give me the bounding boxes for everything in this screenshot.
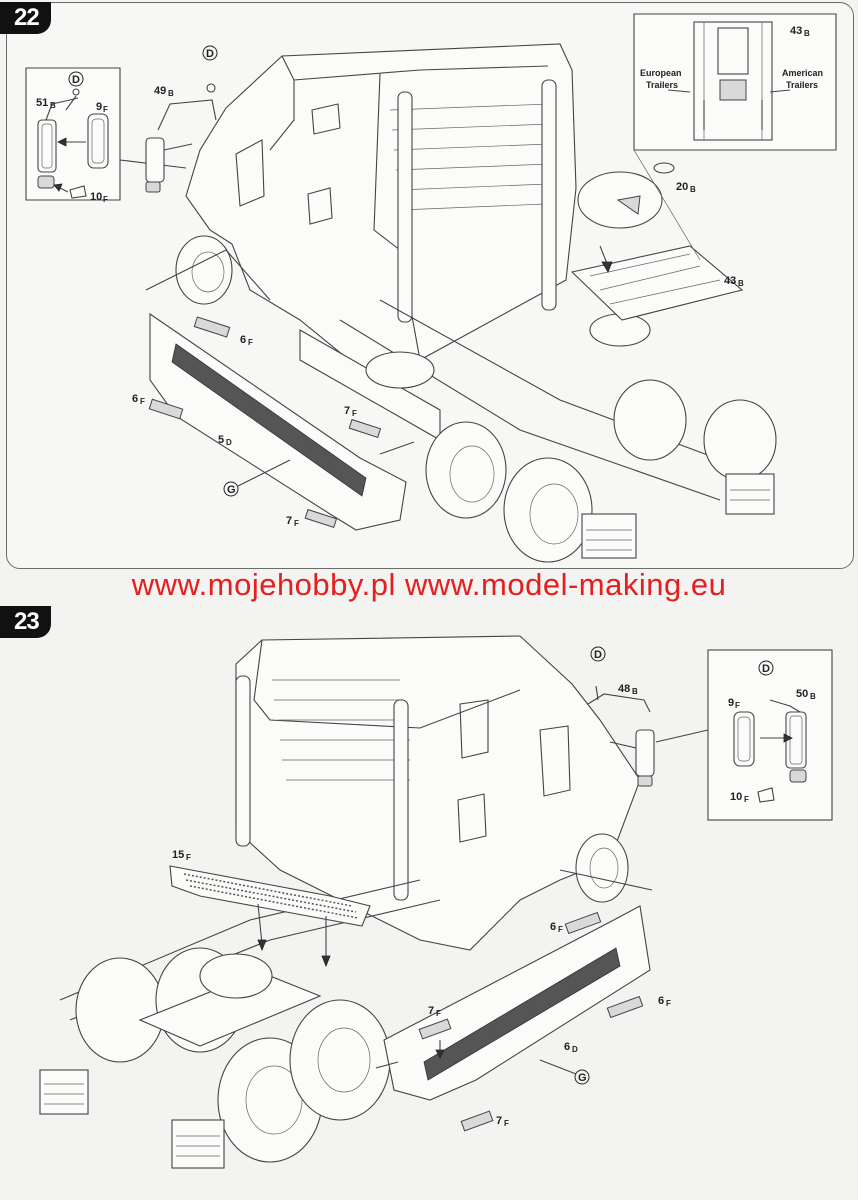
step-22-inset-9: 9 xyxy=(96,101,102,113)
step-22-trailer-inset xyxy=(633,13,837,261)
step-23-mirror-inset xyxy=(655,649,833,821)
step-23-callout-6d: 6 xyxy=(564,1041,570,1053)
step-22-truck-drawing xyxy=(145,43,777,563)
step-23-callout-7a: 7 xyxy=(428,1005,434,1017)
step-22-callout-43: 43 xyxy=(724,275,736,287)
svg-text:F: F xyxy=(504,1119,509,1128)
svg-text:B: B xyxy=(50,101,56,110)
svg-text:F: F xyxy=(248,338,253,347)
step-22-callout-g: G xyxy=(227,484,236,496)
american-trailers-label-2: Trailers xyxy=(786,80,818,90)
european-trailers-label-1: European xyxy=(640,68,682,78)
svg-text:F: F xyxy=(735,701,740,710)
step-22-callout-6a: 6 xyxy=(240,334,246,346)
step-22-number: 22 xyxy=(0,2,51,34)
svg-text:B: B xyxy=(738,279,744,288)
step-22-inset-10: 10 xyxy=(90,191,102,203)
svg-text:F: F xyxy=(744,795,749,804)
step-22-callout-20: 20 xyxy=(676,181,688,193)
svg-text:F: F xyxy=(140,397,145,406)
step-23-callout-d: D xyxy=(594,649,602,661)
step-23-callout-15: 15 xyxy=(172,849,184,861)
step-22-inset-51: 51 xyxy=(36,97,48,109)
step-22-callout-d: D xyxy=(206,48,214,60)
svg-text:D: D xyxy=(226,438,232,447)
american-trailers-label-1: American xyxy=(782,68,823,78)
step-23-inset-50: 50 xyxy=(796,688,808,700)
svg-text:F: F xyxy=(103,195,108,204)
step-22-inset-d: D xyxy=(72,74,80,86)
step-23-inset-d: D xyxy=(762,663,770,675)
svg-text:B: B xyxy=(804,29,810,38)
svg-text:F: F xyxy=(352,409,357,418)
step-23-mirror-assembly xyxy=(587,685,655,787)
svg-text:F: F xyxy=(558,925,563,934)
step-23-truck-drawing xyxy=(39,635,653,1169)
step-23-callout-7b: 7 xyxy=(496,1115,502,1127)
step-22-callout-49: 49 xyxy=(154,85,166,97)
step-23-callout-6a: 6 xyxy=(550,921,556,933)
european-trailers-label-2: Trailers xyxy=(646,80,678,90)
step-22-callout-5: 5 xyxy=(218,434,224,446)
step-22-callout-7a: 7 xyxy=(344,405,350,417)
step-22-callout-6b: 6 xyxy=(132,393,138,405)
step-23-inset-9: 9 xyxy=(728,697,734,709)
svg-text:B: B xyxy=(632,687,638,696)
svg-text:B: B xyxy=(168,89,174,98)
svg-text:F: F xyxy=(103,105,108,114)
watermark-url: www.mojehobby.pl www.model-making.eu xyxy=(131,567,727,602)
step-23-inset-10: 10 xyxy=(730,791,742,803)
svg-text:B: B xyxy=(690,185,696,194)
step-22-mirror-assembly xyxy=(145,83,217,193)
svg-text:F: F xyxy=(666,999,671,1008)
svg-text:D: D xyxy=(572,1045,578,1054)
step-23-number: 23 xyxy=(0,606,51,638)
step-22-trailer-callout-43: 43 xyxy=(790,25,802,37)
step-23-callout-6b: 6 xyxy=(658,995,664,1007)
svg-text:F: F xyxy=(186,853,191,862)
step-22-callout-7b: 7 xyxy=(286,515,292,527)
svg-text:F: F xyxy=(436,1009,441,1018)
svg-text:F: F xyxy=(294,519,299,528)
step-22-mirror-inset xyxy=(25,67,121,201)
step-23-callout-48: 48 xyxy=(618,683,630,695)
step-23-callout-g: G xyxy=(578,1072,587,1084)
svg-text:B: B xyxy=(810,692,816,701)
